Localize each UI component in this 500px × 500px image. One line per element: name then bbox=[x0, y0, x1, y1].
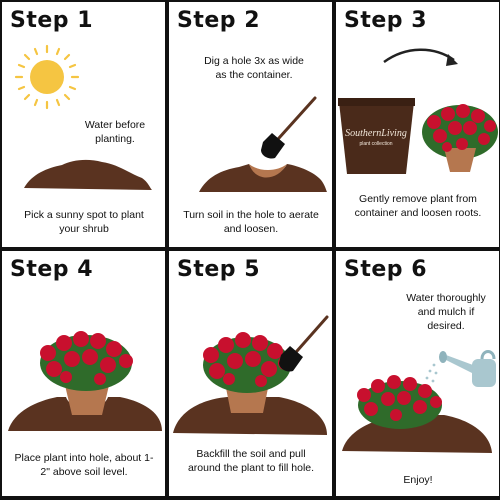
step-1-illustration bbox=[14, 44, 152, 190]
step-3-illustration: SouthernLiving plant collection bbox=[338, 48, 498, 174]
step-1-panel: Step 1 bbox=[2, 2, 165, 247]
step-5-title: Step 5 bbox=[177, 257, 260, 282]
pot-subbrand-label: plant collection bbox=[359, 141, 392, 147]
step-3-title: Step 3 bbox=[344, 8, 427, 33]
step-3-panel: Step 3 SouthernLiving plant collection bbox=[336, 2, 499, 247]
step-1-title: Step 1 bbox=[10, 8, 93, 33]
step-2-title: Step 2 bbox=[177, 8, 260, 33]
step-5-illustration bbox=[173, 315, 329, 435]
step-5-panel: Step 5 Backfill the soil and pu bbox=[169, 251, 332, 496]
step-6-panel: Step 6 bbox=[336, 251, 499, 496]
shovel-icon bbox=[279, 315, 329, 372]
flowering-shrub-icon bbox=[203, 332, 292, 413]
step-2-illustration bbox=[199, 96, 327, 192]
step-6-text-2: Enjoy! bbox=[403, 474, 433, 486]
step-4-title: Step 4 bbox=[10, 257, 93, 282]
pot-brand-label: SouthernLiving bbox=[345, 128, 407, 139]
step-6-title: Step 6 bbox=[344, 257, 427, 282]
flowering-shrub-icon bbox=[357, 375, 442, 429]
step-4-panel: Step 4 Place plant into hole, about 1-2"… bbox=[2, 251, 165, 496]
step-1-text-2: Pick a sunny spot to plant your shrub bbox=[24, 209, 144, 235]
step-3-text-1: Gently remove plant from container and l… bbox=[354, 193, 482, 219]
step-4-illustration bbox=[8, 331, 162, 431]
soil-mound-icon bbox=[173, 397, 327, 435]
step-1-text-1: Water before planting. bbox=[84, 119, 146, 145]
curved-arrow-icon bbox=[383, 48, 458, 66]
step-2-text-1: Dig a hole 3x as wide as the container. bbox=[204, 55, 304, 81]
step-6-text-1: Water thoroughly and mulch if desired. bbox=[406, 292, 486, 332]
flowering-shrub-icon bbox=[40, 331, 133, 415]
shovel-icon bbox=[261, 96, 317, 159]
nursery-pot-icon bbox=[338, 98, 415, 174]
step-4-text-1: Place plant into hole, about 1-2" above … bbox=[14, 452, 154, 478]
flowering-shrub-icon bbox=[422, 104, 498, 172]
soil-mound-icon bbox=[24, 159, 152, 190]
step-2-text-2: Turn soil in the hole to aerate and loos… bbox=[183, 209, 319, 235]
soil-hole-icon bbox=[199, 164, 327, 192]
step-6-illustration bbox=[342, 350, 496, 453]
step-2-panel: Step 2 Dig a hole 3x as wide as the cont… bbox=[169, 2, 332, 247]
step-5-text-1: Backfill the soil and pull around the pl… bbox=[187, 448, 315, 474]
sun-icon bbox=[14, 44, 80, 110]
watering-can-icon bbox=[425, 350, 496, 387]
